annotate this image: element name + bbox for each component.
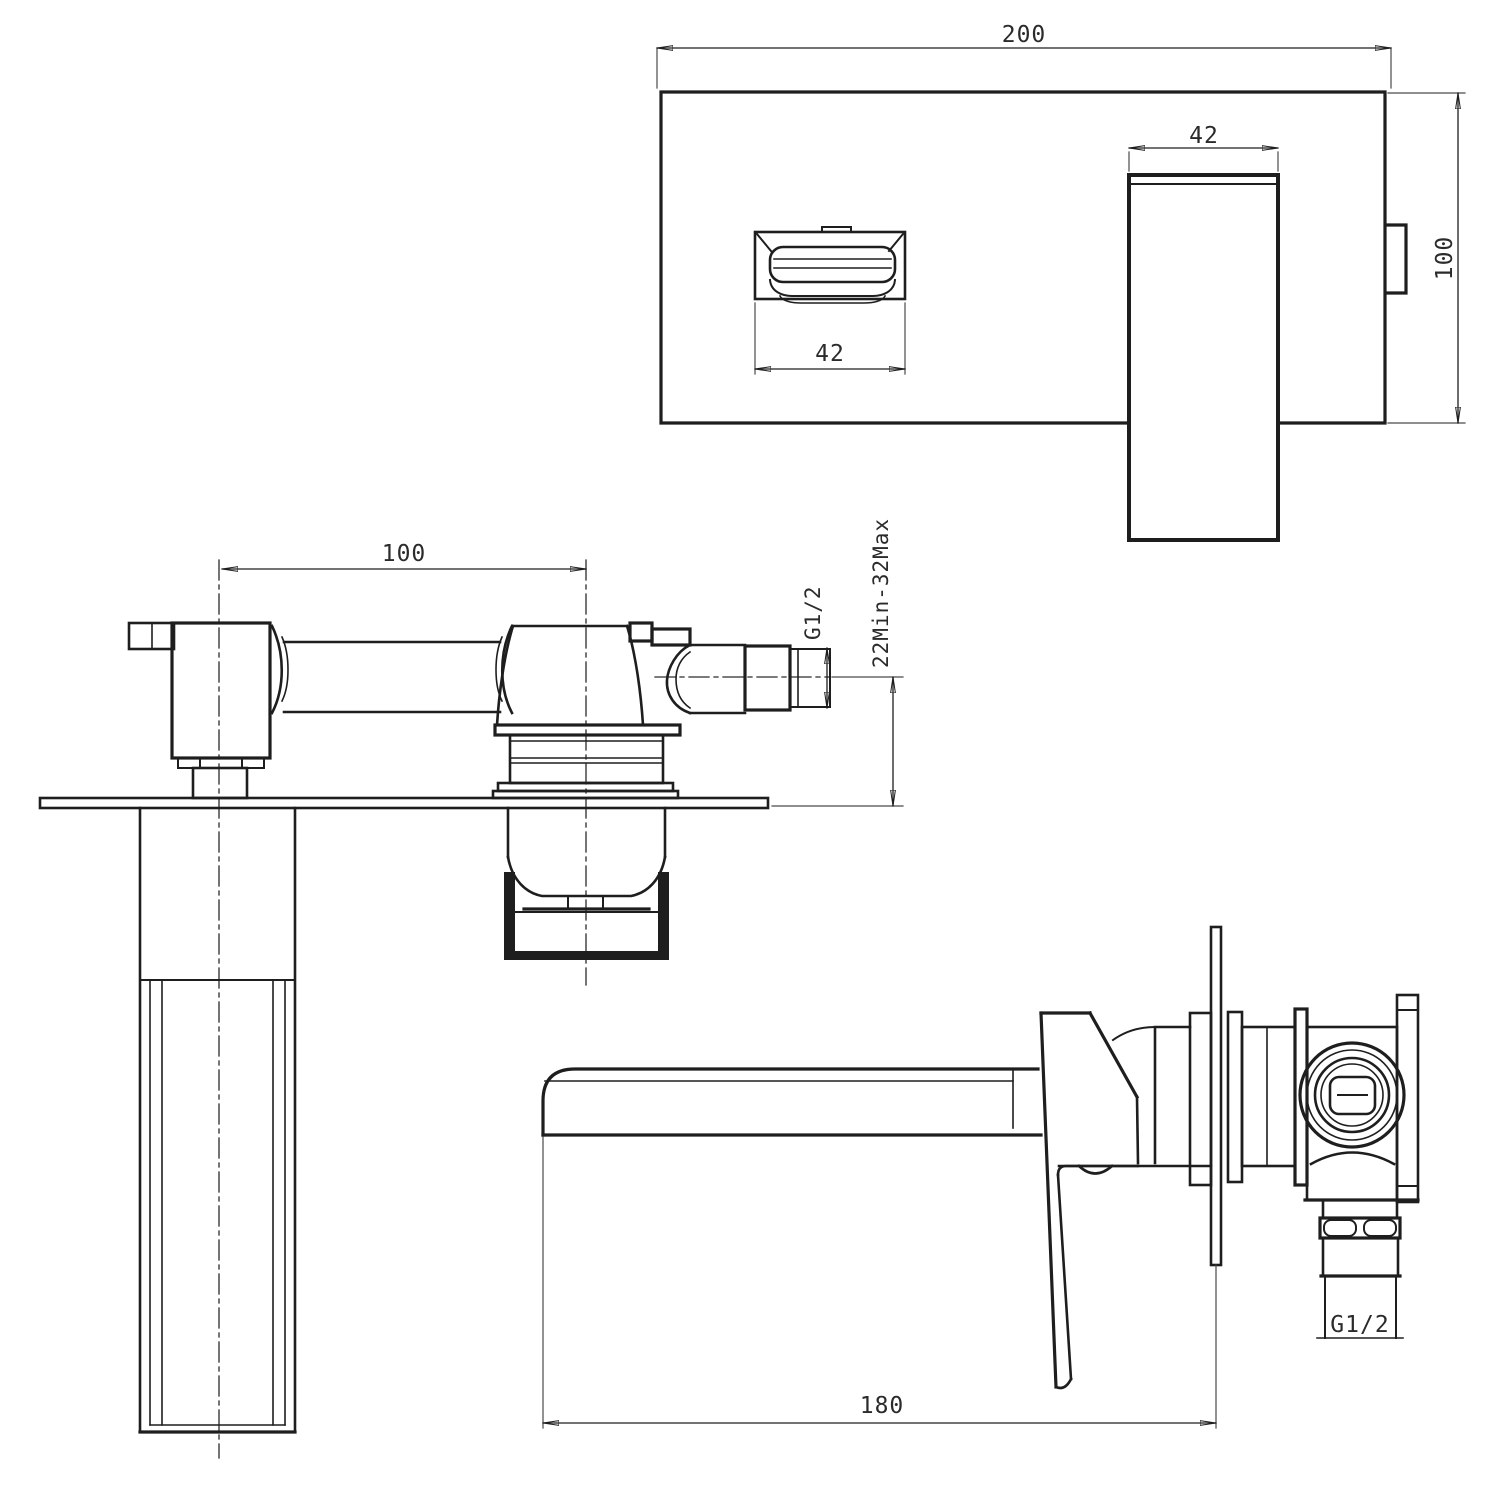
spout-top-tab bbox=[821, 226, 852, 233]
dimension-handle-width: 42 bbox=[1128, 123, 1279, 172]
valve-section bbox=[1240, 1025, 1297, 1168]
tail-neck bbox=[1321, 1198, 1399, 1220]
port-ring-4 bbox=[1320, 1063, 1384, 1127]
spout-box-outline bbox=[753, 230, 907, 301]
lever-bottom-cap bbox=[1054, 1377, 1073, 1390]
dimension-text-100: 100 bbox=[1432, 236, 1458, 281]
tail-section bbox=[1321, 1236, 1400, 1278]
dimension-text-42: 42 bbox=[815, 341, 845, 367]
port-ring-3 bbox=[1313, 1056, 1391, 1134]
cartridge-ring bbox=[1188, 1011, 1213, 1187]
valve-body-lines bbox=[509, 740, 664, 764]
cup-wall-right bbox=[658, 872, 669, 958]
cup-bottom-bar bbox=[504, 951, 669, 960]
hex-facet-left bbox=[1323, 1219, 1357, 1237]
valve-side bbox=[1057, 925, 1420, 1267]
backplate-ring bbox=[1226, 1010, 1244, 1184]
valve-plan bbox=[491, 621, 831, 800]
valve-behind-wall bbox=[504, 806, 669, 960]
dimension-text-wall-range: 22Min-32Max bbox=[869, 518, 893, 668]
dimension-plate-height: 100 bbox=[1387, 92, 1466, 424]
dimension-spout-width: 42 bbox=[754, 302, 906, 375]
dimension-plate-width: 200 bbox=[656, 22, 1392, 89]
extension-lines bbox=[656, 47, 1392, 89]
left-fillet-outer bbox=[270, 624, 284, 715]
thread-pipe-sides bbox=[1324, 1277, 1397, 1339]
plan-view: 100 G1/2 22Min-32Max bbox=[38, 518, 904, 1459]
aerator-mesh bbox=[768, 245, 897, 284]
wall-plate-edge bbox=[38, 796, 770, 810]
extension-lines bbox=[754, 302, 906, 375]
dimension-spout-reach: 180 bbox=[542, 1136, 1217, 1429]
dimension-wall-thickness: 22Min-32Max bbox=[771, 518, 904, 807]
extension-lines bbox=[1128, 151, 1279, 172]
pivot-neck bbox=[191, 766, 249, 800]
port-square bbox=[1328, 1075, 1377, 1116]
drop-outer-walls bbox=[138, 806, 297, 1434]
wall-plate-outline bbox=[659, 90, 1387, 425]
blade-outline bbox=[541, 1067, 1040, 1137]
handle-right-edge bbox=[1135, 1095, 1140, 1165]
dimension-spout-projection: 100 bbox=[221, 541, 587, 569]
extension-lines bbox=[1387, 92, 1466, 424]
dimension-text-42: 42 bbox=[1189, 123, 1219, 149]
hex-facet-right bbox=[1363, 1219, 1397, 1237]
clamp-ring bbox=[493, 723, 682, 737]
aerator-lip-outer bbox=[768, 278, 897, 297]
dimension-inlet-thread: G1/2 bbox=[801, 585, 827, 709]
inlet-nipple-hex bbox=[743, 644, 792, 712]
handle-front-outline bbox=[1127, 173, 1280, 542]
wall-plate-side bbox=[1209, 925, 1223, 1267]
valve-arch bbox=[1309, 1151, 1396, 1166]
cartridge-outline bbox=[1057, 1025, 1213, 1168]
thumb-groove-arc bbox=[1077, 1164, 1114, 1175]
pivot-block bbox=[170, 621, 272, 760]
cap-step-2 bbox=[650, 627, 692, 647]
left-fillet-inner bbox=[280, 635, 289, 703]
lever-right-edge bbox=[1056, 1173, 1073, 1381]
bonnet-side-left bbox=[495, 624, 515, 727]
dimension-text-g12: G1/2 bbox=[801, 585, 825, 640]
dome-curve bbox=[1111, 1025, 1157, 1042]
bracket-tab-lines bbox=[1396, 1009, 1419, 1187]
inlet-neck-outer bbox=[665, 643, 692, 715]
handle-side bbox=[1039, 1010, 1157, 1390]
side-clip-bracket bbox=[1384, 223, 1408, 295]
dimension-text-180: 180 bbox=[860, 1393, 905, 1419]
port-ring-outer bbox=[1298, 1041, 1406, 1149]
spout-body-plan bbox=[270, 624, 514, 715]
drop-inner-walls bbox=[149, 979, 286, 1426]
side-view: G1/2 180 bbox=[541, 925, 1420, 1429]
spout-corner-chamfers bbox=[755, 232, 905, 253]
extension-lines bbox=[771, 676, 904, 807]
spout-outlet-front bbox=[753, 226, 907, 304]
pivot-foot-left bbox=[177, 757, 201, 769]
mounting-bracket bbox=[1395, 993, 1420, 1204]
dimension-text-g12-outlet: G1/2 bbox=[1330, 1312, 1389, 1338]
pivot-foot-right bbox=[241, 757, 265, 769]
neck-sides bbox=[506, 806, 667, 859]
handle-plan bbox=[127, 621, 272, 800]
cup-wall-left bbox=[504, 872, 515, 958]
outlet-tail: G1/2 bbox=[1316, 1198, 1404, 1339]
extension-lines bbox=[542, 1136, 1217, 1429]
aerator-mesh-lines bbox=[773, 258, 892, 269]
spout-blade-side bbox=[541, 1067, 1043, 1137]
inlet-neck-inner bbox=[675, 650, 692, 710]
handle-left-edge bbox=[1039, 1011, 1058, 1389]
dimension-text-100: 100 bbox=[382, 541, 427, 567]
front-view: 200 42 100 42 bbox=[656, 22, 1466, 542]
dimension-text-200: 200 bbox=[1002, 22, 1047, 48]
spout-drop bbox=[138, 806, 297, 1434]
aerator-lip-inner bbox=[778, 294, 887, 304]
inlet-pipe bbox=[688, 643, 747, 715]
handle-slant-edge bbox=[1087, 1010, 1140, 1100]
inlet-nipple-thread bbox=[789, 648, 831, 708]
cap-step-1 bbox=[628, 621, 654, 643]
